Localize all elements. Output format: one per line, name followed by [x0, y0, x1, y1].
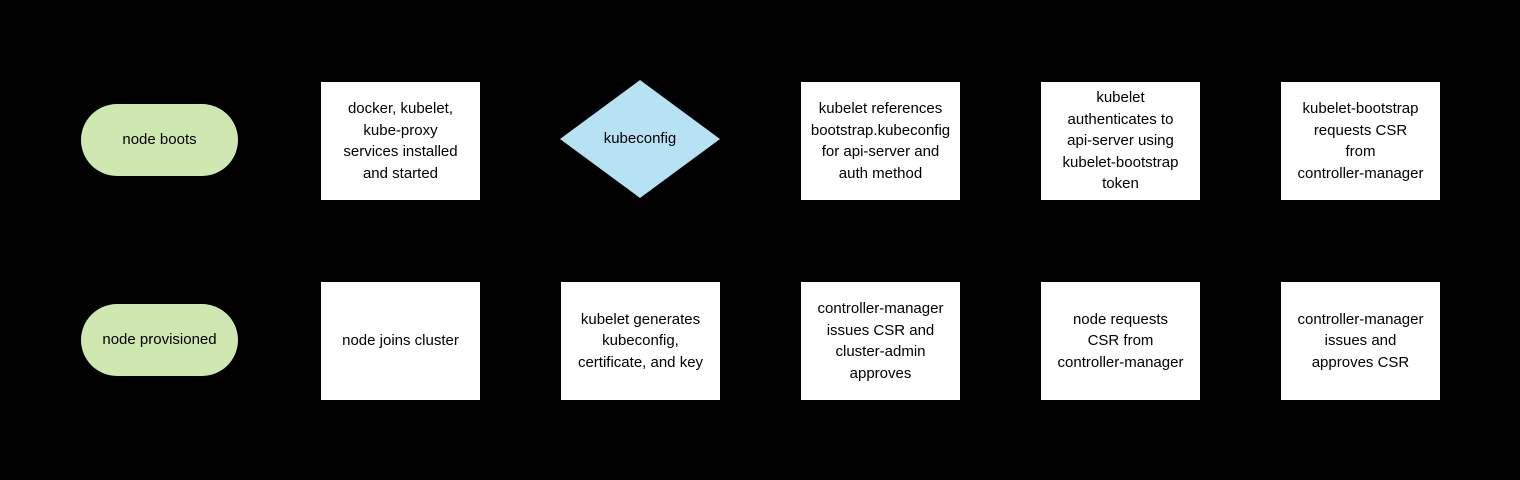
- diamond-icon: [560, 80, 720, 198]
- flow-node-label: kubelet-bootstrap requests CSR from cont…: [1297, 100, 1424, 182]
- flow-node-services-installed[interactable]: docker, kubelet, kube-proxy services ins…: [321, 82, 480, 200]
- flow-node-label: docker, kubelet, kube-proxy services ins…: [343, 100, 458, 182]
- flow-node-kubelet-generates-kubeconfig[interactable]: kubelet generates kubeconfig, certificat…: [561, 282, 720, 400]
- flow-node-kubelet-references-bootstrap[interactable]: kubelet references bootstrap.kubeconfig …: [801, 82, 960, 200]
- flow-node-label: node boots: [122, 131, 197, 149]
- flow-node-label: kubelet generates kubeconfig, certificat…: [577, 310, 704, 371]
- flow-node-label: kubelet references bootstrap.kubeconfig …: [810, 100, 951, 182]
- flow-node-label: controller-manager issues and approves C…: [1297, 310, 1424, 371]
- flow-node-controller-manager-issues-csr[interactable]: controller-manager issues CSR and cluste…: [801, 282, 960, 400]
- flow-node-label: kubeconfig: [603, 130, 677, 148]
- flow-node-kubeconfig-decision[interactable]: kubeconfig: [560, 80, 720, 198]
- flow-node-node-joins-cluster[interactable]: node joins cluster: [321, 282, 480, 400]
- flow-node-node-requests-csr[interactable]: node requests CSR from controller-manage…: [1041, 282, 1200, 400]
- flow-node-label: node provisioned: [102, 331, 217, 349]
- flow-node-node-provisioned[interactable]: node provisioned: [81, 304, 238, 376]
- flow-node-label: node joins cluster: [342, 332, 459, 350]
- flow-node-label: kubelet authenticates to api-server usin…: [1062, 89, 1179, 193]
- flow-node-controller-manager-issues-approves[interactable]: controller-manager issues and approves C…: [1281, 282, 1440, 400]
- flow-node-kubelet-bootstrap-requests-csr[interactable]: kubelet-bootstrap requests CSR from cont…: [1281, 82, 1440, 200]
- flow-node-node-boots[interactable]: node boots: [81, 104, 238, 176]
- flow-node-kubelet-authenticates[interactable]: kubelet authenticates to api-server usin…: [1041, 82, 1200, 200]
- flow-node-label: node requests CSR from controller-manage…: [1057, 310, 1184, 371]
- flow-node-label: controller-manager issues CSR and cluste…: [817, 300, 944, 382]
